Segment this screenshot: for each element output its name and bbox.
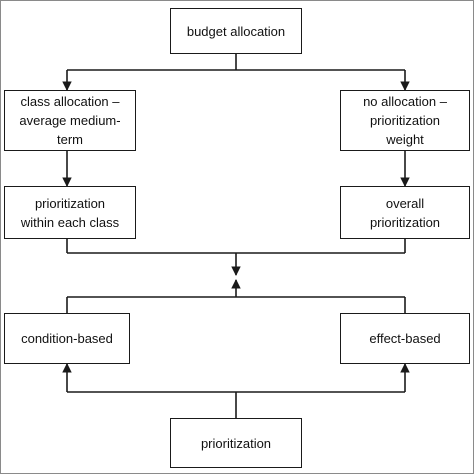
node-class-allocation: class allocation – average medium- term	[4, 90, 136, 151]
node-label: budget allocation	[186, 23, 286, 39]
node-budget-allocation: budget allocation	[170, 8, 302, 54]
node-prioritization: prioritization	[170, 418, 302, 468]
node-label: no allocation – prioritization weight	[363, 94, 447, 147]
node-label: effect-based	[369, 331, 441, 346]
node-condition-based: condition-based	[4, 313, 130, 364]
node-label: condition-based	[21, 331, 113, 346]
node-no-allocation: no allocation – prioritization weight	[340, 90, 470, 151]
node-effect-based: effect-based	[340, 313, 470, 364]
node-label: overall prioritization	[369, 195, 441, 230]
node-label: prioritization within each class	[20, 195, 120, 230]
node-label: prioritization	[200, 435, 272, 451]
node-overall-prioritization: overall prioritization	[340, 186, 470, 239]
node-prioritization-within-class: prioritization within each class	[4, 186, 136, 239]
node-label: class allocation – average medium- term	[19, 94, 121, 147]
